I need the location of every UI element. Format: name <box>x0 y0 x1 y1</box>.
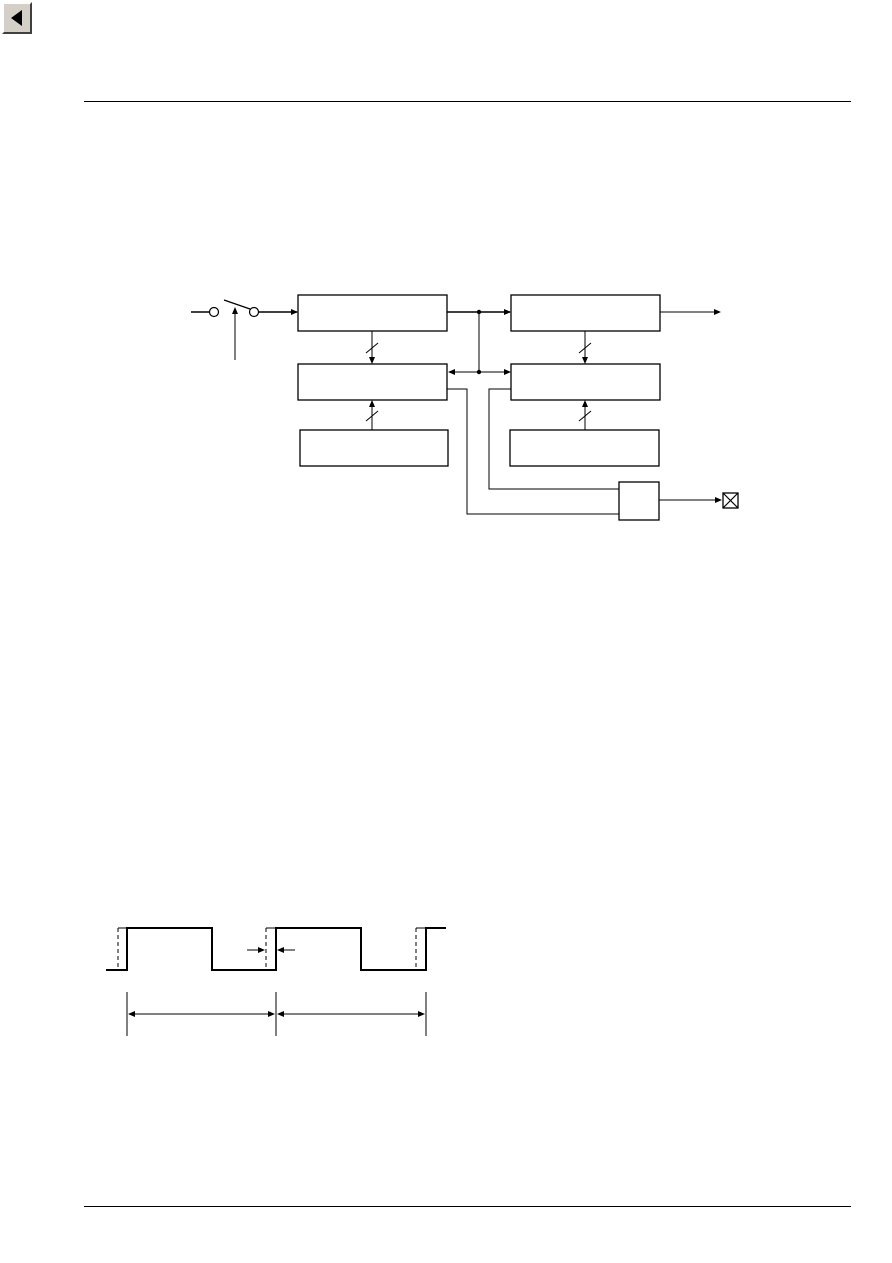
switch-terminal-right <box>248 306 260 318</box>
switch-blade <box>223 299 251 310</box>
block-bottom-right <box>509 429 660 467</box>
input-switch <box>191 299 298 360</box>
switch-terminal-left <box>208 306 220 318</box>
bus-top-left-to-middle-left <box>365 331 379 364</box>
connection-top <box>447 309 511 375</box>
block-small <box>618 481 660 521</box>
bus-bottom-right-to-middle-right <box>578 400 592 430</box>
timing-diagram <box>106 927 446 1036</box>
bus-top-right-to-middle-right <box>578 331 592 364</box>
crossed-box-icon <box>722 492 739 509</box>
block-middle-right <box>510 363 661 401</box>
block-bottom-left <box>299 429 449 467</box>
wire-right-to-small-block <box>488 388 619 490</box>
block-diagram <box>191 294 739 521</box>
wire-left-to-small-block <box>447 388 619 515</box>
header-rule <box>84 101 851 102</box>
square-waveform <box>106 927 446 971</box>
footer-rule <box>84 1206 851 1207</box>
block-top-right <box>510 294 661 332</box>
block-top-left <box>297 294 448 332</box>
triangle-left-icon <box>11 10 22 26</box>
block-middle-left <box>297 363 448 401</box>
bus-bottom-left-to-middle-left <box>365 400 379 430</box>
back-button[interactable] <box>2 2 32 34</box>
